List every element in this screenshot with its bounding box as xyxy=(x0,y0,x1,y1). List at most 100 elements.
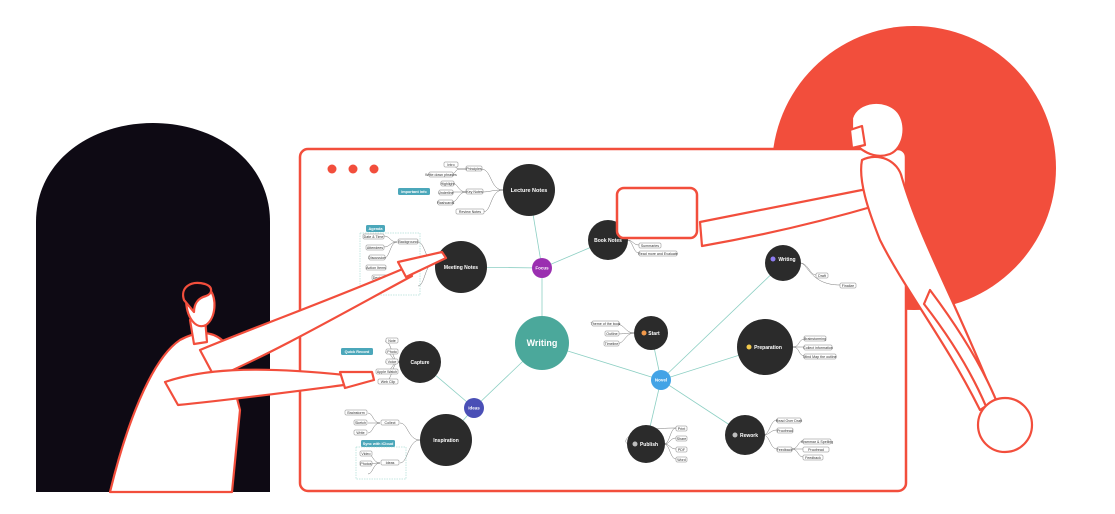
tag-agenda[interactable]: Agenda xyxy=(366,225,385,232)
leaf-node[interactable]: Principles xyxy=(465,165,483,172)
hub-focus[interactable]: Focus xyxy=(532,258,552,278)
topic-inspiration[interactable]: Inspiration xyxy=(420,414,472,466)
gear-icon xyxy=(732,432,738,438)
leaf-node[interactable]: Attendees xyxy=(365,244,385,251)
leaf-node[interactable]: Action Items xyxy=(365,264,387,271)
leaf-node[interactable]: Read Over Draft xyxy=(776,417,802,424)
tag-sync-icloud[interactable]: Sync with iCloud xyxy=(361,440,395,447)
svg-text:Highlight: Highlight xyxy=(441,182,455,186)
leaf-node[interactable]: Feedback xyxy=(802,454,824,461)
hair xyxy=(182,281,213,314)
svg-text:Write down phrases: Write down phrases xyxy=(425,173,457,177)
leaf-node[interactable]: Video xyxy=(359,450,373,457)
leaf-node[interactable]: Voice xyxy=(385,358,399,365)
svg-text:Feedback: Feedback xyxy=(805,456,821,460)
svg-text:Read more and Evaluate: Read more and Evaluate xyxy=(638,252,678,256)
leaf-node[interactable]: Review Notes xyxy=(455,208,485,215)
topic-publish[interactable]: Publish xyxy=(627,425,665,463)
svg-text:PDF: PDF xyxy=(678,448,686,452)
tag-quick-record[interactable]: Quick Record xyxy=(341,348,373,355)
svg-text:Share: Share xyxy=(677,437,687,441)
cloud-group-box xyxy=(355,446,407,480)
leaf-node[interactable]: Draft xyxy=(815,272,829,279)
leaf-node[interactable]: Collect xyxy=(380,419,400,426)
leaf-node[interactable]: Print xyxy=(675,425,688,432)
svg-text:Background: Background xyxy=(398,240,417,244)
leaf-node[interactable]: Sketch xyxy=(353,419,368,426)
svg-text:Summaries: Summaries xyxy=(641,244,659,248)
svg-text:Action Items: Action Items xyxy=(366,266,386,270)
leaf-node[interactable]: Outline xyxy=(604,330,620,337)
leaf-node[interactable]: Collect information xyxy=(803,344,833,351)
leaf-node[interactable]: Write xyxy=(353,429,368,436)
leaf-node[interactable]: Share xyxy=(675,435,688,442)
svg-text:Writing: Writing xyxy=(778,257,795,263)
svg-text:Review Notes: Review Notes xyxy=(459,210,481,214)
topic-capture[interactable]: Capture xyxy=(399,341,441,383)
central-node-writing[interactable]: Writing xyxy=(515,316,569,370)
pen-icon xyxy=(770,256,776,262)
close-dot[interactable] xyxy=(327,164,337,174)
svg-text:Proofread: Proofread xyxy=(777,429,793,433)
leaf-node[interactable]: Grammar & Spelling xyxy=(801,438,833,445)
leaf-node[interactable]: Background xyxy=(397,238,419,245)
leaf-node[interactable]: Intro xyxy=(443,161,459,168)
leaf-node[interactable]: Proofread xyxy=(776,427,794,434)
svg-text:Preparation: Preparation xyxy=(754,345,782,351)
leaf-node[interactable]: Read more and Evaluate xyxy=(638,250,678,257)
svg-text:Finalize: Finalize xyxy=(842,284,854,288)
leaf-node[interactable]: Mind Map the outline xyxy=(803,353,837,360)
leaf-node[interactable]: Theme of the book xyxy=(591,320,621,327)
leaf-node[interactable]: Photos xyxy=(359,460,373,467)
leaf-node[interactable]: Ideas xyxy=(380,459,400,466)
svg-text:Writing: Writing xyxy=(527,338,558,348)
svg-text:Brainstorm: Brainstorm xyxy=(347,411,364,415)
hub-ideas[interactable]: Ideas xyxy=(464,398,484,418)
leaf-node[interactable]: Feedback xyxy=(777,446,793,453)
leaf-node[interactable]: PDF xyxy=(675,446,688,453)
leaf-node[interactable]: Date & Time xyxy=(362,233,385,240)
svg-text:Write: Write xyxy=(356,431,364,435)
leaf-node[interactable]: Timeline xyxy=(603,340,620,347)
leaf-node[interactable]: Discussion xyxy=(368,254,386,261)
leaf-node[interactable]: Key Notes xyxy=(465,188,484,195)
leaf-node[interactable]: Brainstorm xyxy=(344,409,368,416)
leaf-node[interactable]: Summaries xyxy=(638,242,662,249)
hub-novel[interactable]: Novel xyxy=(651,370,671,390)
svg-text:Read Over Draft: Read Over Draft xyxy=(776,419,802,423)
leaf-node[interactable]: Apple Watch xyxy=(375,368,399,375)
leaf-node[interactable]: Finalize xyxy=(839,282,857,289)
maximize-dot[interactable] xyxy=(369,164,379,174)
leaf-node[interactable]: Web Clip xyxy=(377,378,399,385)
svg-text:Collect information: Collect information xyxy=(803,346,833,350)
leaf-node[interactable]: Underline xyxy=(438,189,454,196)
leaf-node[interactable]: Write down phrases xyxy=(425,171,457,178)
star-icon xyxy=(746,344,752,350)
leaf-node[interactable]: Word xyxy=(675,456,688,463)
svg-text:Lecture Notes: Lecture Notes xyxy=(511,188,548,194)
tag-important-info[interactable]: Important Info xyxy=(398,188,430,195)
topic-preparation[interactable]: Preparation xyxy=(737,319,793,375)
leaf-node[interactable]: Photo xyxy=(385,348,399,355)
svg-text:Rework: Rework xyxy=(740,433,758,439)
leaf-node[interactable]: Note xyxy=(385,337,399,344)
minimize-dot[interactable] xyxy=(348,164,358,174)
leaf-node[interactable]: Highlight xyxy=(441,180,455,187)
topic-lecture-notes[interactable]: Lecture Notes xyxy=(503,164,555,216)
leaf-node[interactable]: Brainstorming xyxy=(803,335,827,342)
topic-meeting-notes[interactable]: Meeting Notes xyxy=(435,241,487,293)
topic-start[interactable]: Start xyxy=(634,316,668,350)
svg-text:Feedback: Feedback xyxy=(777,448,793,452)
topic-rework[interactable]: Rework xyxy=(725,415,765,455)
leaf-node[interactable]: Flashcards xyxy=(437,199,455,206)
svg-text:Timeline: Timeline xyxy=(605,342,618,346)
svg-text:Discussion: Discussion xyxy=(368,256,385,260)
svg-text:Web Clip: Web Clip xyxy=(381,380,396,384)
leaf-node[interactable]: Proofread xyxy=(802,446,830,453)
svg-text:Date & Time: Date & Time xyxy=(364,235,384,239)
svg-text:Grammar & Spelling: Grammar & Spelling xyxy=(801,440,833,444)
svg-text:Ideas: Ideas xyxy=(468,406,480,411)
topic-writing[interactable]: Writing xyxy=(765,245,801,281)
svg-text:Underline: Underline xyxy=(438,191,453,195)
svg-text:Photo: Photo xyxy=(387,350,396,354)
